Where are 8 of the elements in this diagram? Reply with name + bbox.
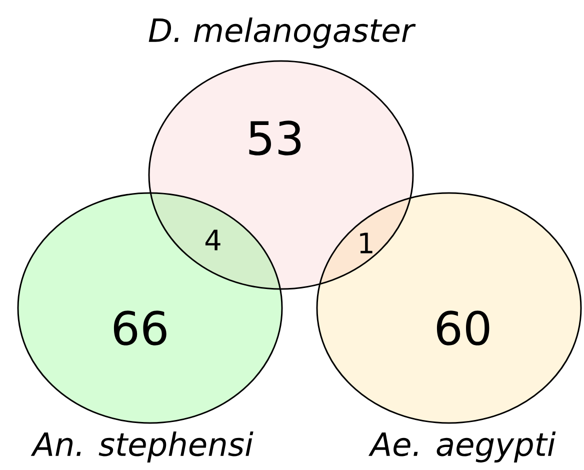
overlap-count: 4: [205, 230, 220, 250]
count: 53: [249, 120, 301, 156]
overlap-count: 1: [360, 232, 372, 254]
set-title: D. melanogaster: [148, 18, 416, 48]
count: 60: [436, 310, 490, 346]
set-title: An. stephensi: [30, 432, 254, 462]
set-title: Ae. aegypti: [368, 432, 556, 462]
count: 66: [114, 310, 166, 346]
